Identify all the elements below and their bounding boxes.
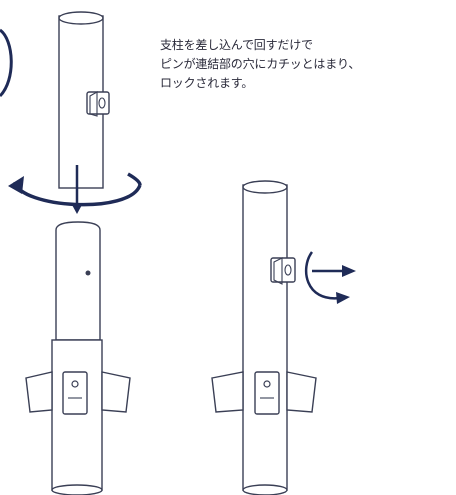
partial-circle-edge bbox=[0, 28, 13, 98]
caption-line-2: ピンが連結部の穴にカチッとはまり、 bbox=[160, 57, 361, 71]
curved-arrow-icon bbox=[304, 251, 350, 304]
caption-line-3: ロックされます。 bbox=[160, 76, 254, 90]
lock-pin-upper bbox=[86, 91, 110, 117]
down-arrow-icon bbox=[71, 165, 83, 214]
instruction-caption: 支柱を差し込んで回すだけで ピンが連結部の穴にカチッとはまり、 ロックされます。 bbox=[160, 36, 452, 93]
right-arrow-icon bbox=[312, 265, 356, 277]
lower-left-pole bbox=[25, 221, 131, 495]
assembled-pole bbox=[211, 180, 317, 495]
lock-pin-lower bbox=[270, 257, 296, 285]
upper-pole bbox=[58, 11, 110, 189]
caption-line-1: 支柱を差し込んで回すだけで bbox=[160, 38, 313, 52]
